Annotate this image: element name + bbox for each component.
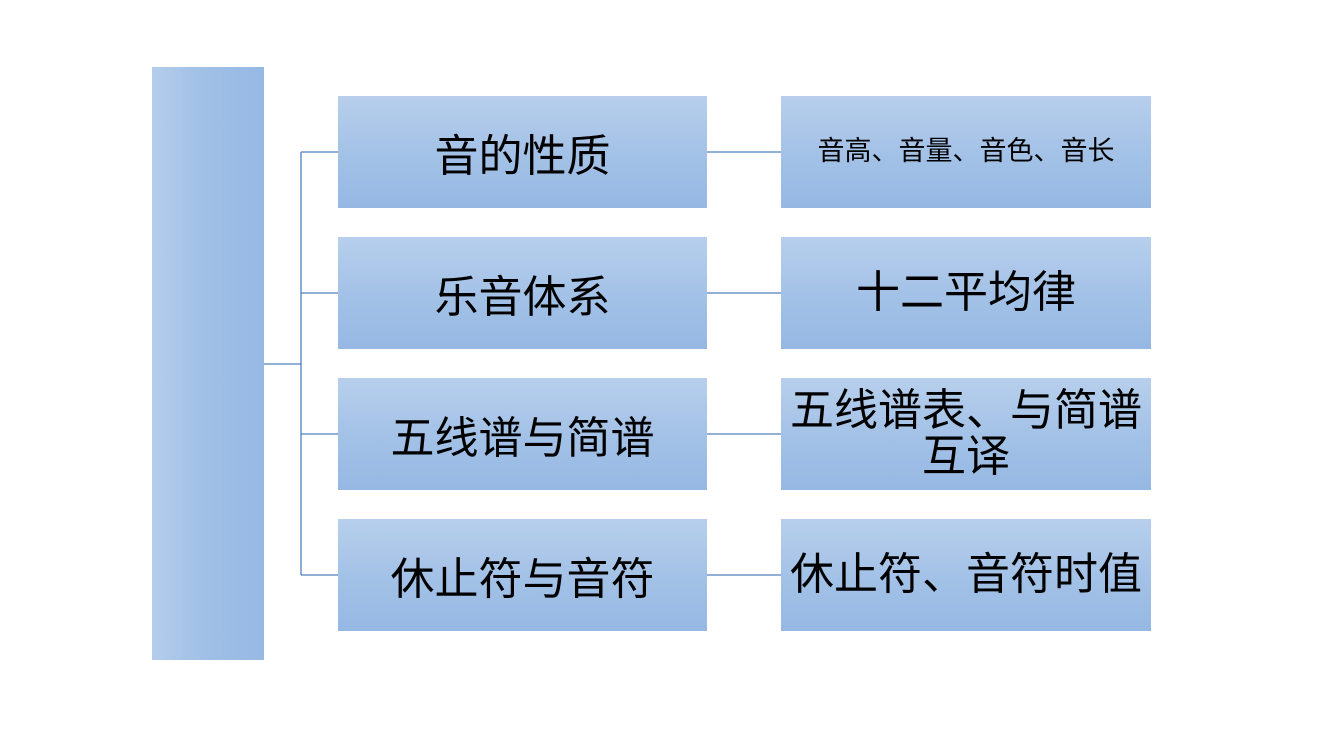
root-node — [152, 67, 264, 660]
topic-label: 乐音体系 — [434, 272, 611, 323]
detail-label: 音高、音量、音色、音长 — [817, 135, 1115, 167]
detail-node-rests-notes: 休止符、音符时值 — [781, 519, 1151, 631]
detail-label: 十二平均律 — [856, 266, 1076, 318]
topic-label: 五线谱与简谱 — [390, 413, 655, 464]
topic-node-tone-system: 乐音体系 — [338, 237, 707, 349]
topic-node-sound-properties: 音的性质 — [338, 96, 707, 208]
detail-node-tone-system: 十二平均律 — [781, 237, 1151, 349]
detail-label: 休止符、音符时值 — [790, 548, 1142, 600]
detail-label: 五线谱表、与简谱 互译 — [790, 384, 1142, 482]
detail-node-staff-notation: 五线谱表、与简谱 互译 — [781, 378, 1151, 490]
topic-node-staff-notation: 五线谱与简谱 — [338, 378, 707, 490]
topic-node-rests-notes: 休止符与音符 — [338, 519, 707, 631]
topic-label: 音的性质 — [434, 131, 611, 182]
topic-label: 休止符与音符 — [390, 554, 655, 605]
detail-node-sound-properties: 音高、音量、音色、音长 — [781, 96, 1151, 208]
